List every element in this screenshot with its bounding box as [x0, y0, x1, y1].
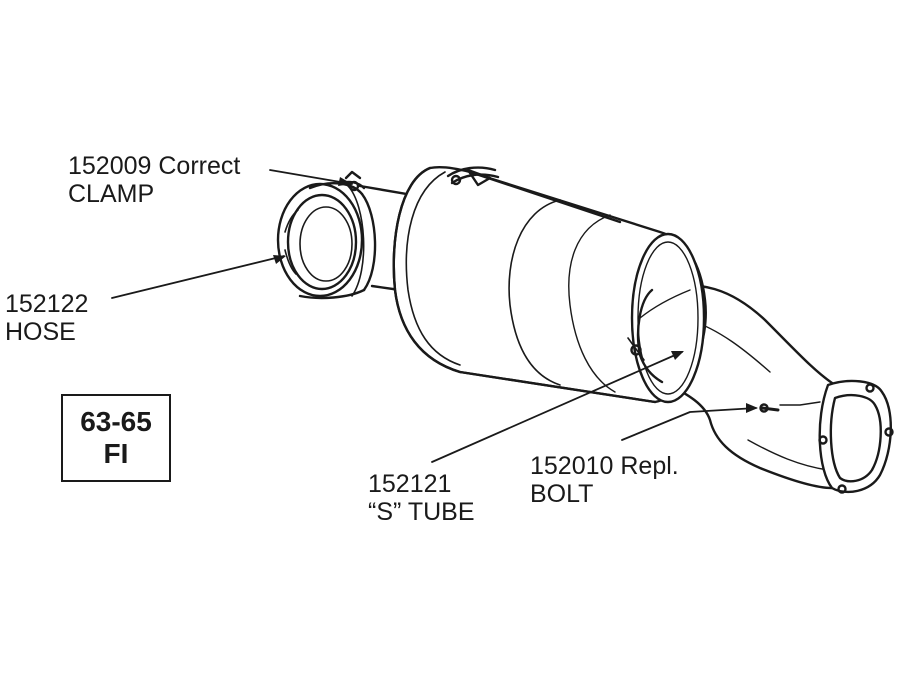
air-cleaner-canister [392, 166, 707, 404]
hose-name: HOSE [5, 318, 76, 346]
callout-s-tube: 152121 “S” TUBE [368, 470, 475, 526]
leader-arrowheads [273, 177, 758, 413]
s-tube-leader-line [431, 351, 683, 463]
hose-arrowhead [273, 255, 286, 264]
bolt-leader-line [621, 407, 757, 441]
clamp-arrowhead [338, 177, 352, 186]
callout-clamp: 152009 Correct CLAMP [68, 152, 240, 208]
callout-hose: 152122 HOSE [5, 290, 88, 346]
bolt-arrowhead [746, 403, 758, 413]
hose-part-number: 152122 [5, 290, 89, 318]
bolt-part [759, 401, 821, 413]
s-tube-flange [818, 379, 894, 494]
clamp-part-number: 152009 Correct [68, 152, 241, 180]
bolt-part-number: 152010 Repl. [530, 452, 679, 480]
s-tube-arrowhead [671, 351, 684, 360]
callout-bolt: 152010 Repl. BOLT [530, 452, 679, 508]
clamp-name: CLAMP [68, 180, 155, 208]
leader-lines [111, 169, 757, 463]
s-tube-clamp [627, 337, 645, 361]
s-tube-part-number: 152121 [368, 470, 452, 498]
hose [276, 182, 377, 300]
model-year-badge: 63-65 FI [61, 394, 171, 482]
bolt-name: BOLT [530, 480, 594, 508]
clamp-leader-line [269, 169, 353, 185]
hose-leader-line [111, 255, 285, 299]
badge-years: 63-65 [80, 406, 152, 437]
canister-clamp [446, 166, 500, 187]
s-tube-name: “S” TUBE [368, 498, 475, 526]
badge-code: FI [103, 438, 129, 469]
